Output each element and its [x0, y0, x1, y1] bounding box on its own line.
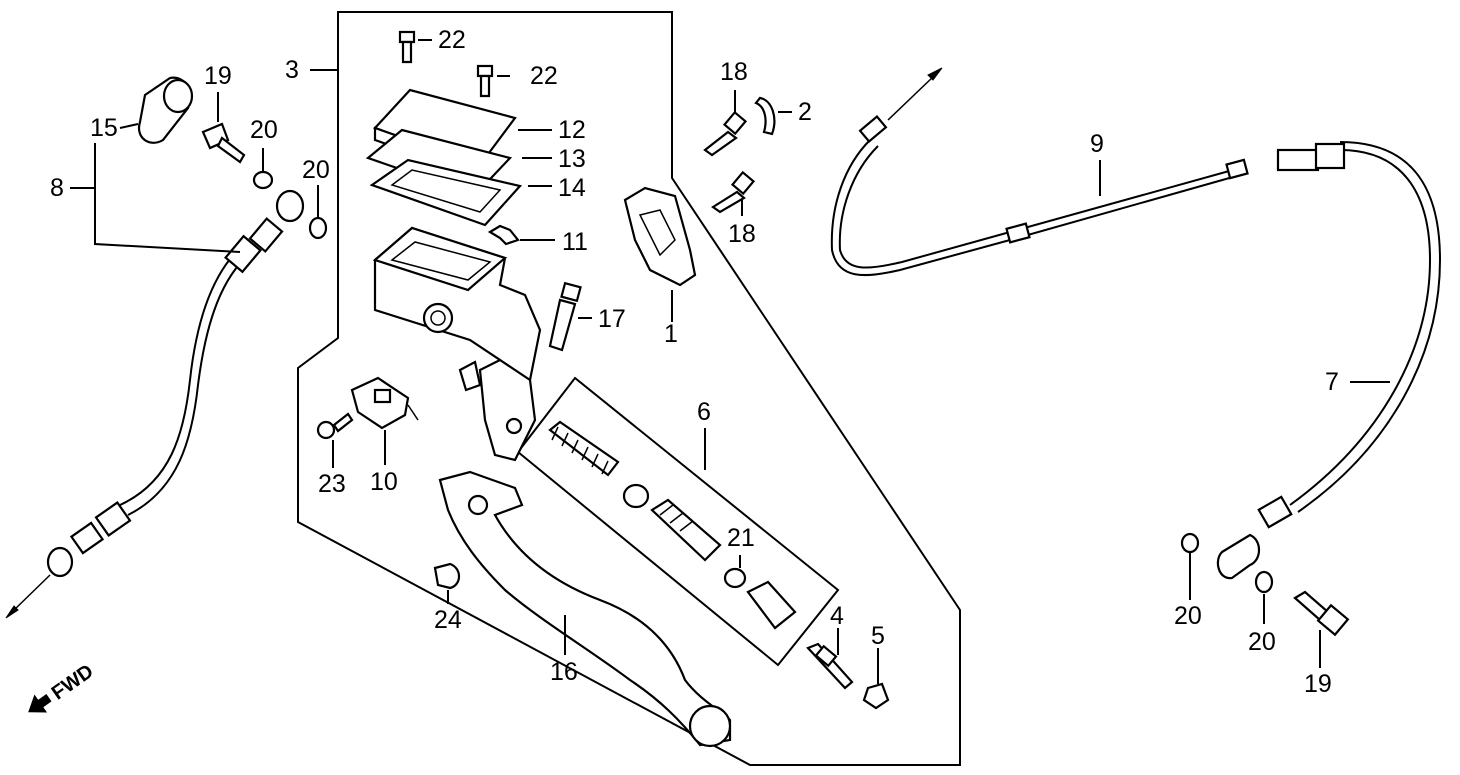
master-cylinder-body	[372, 226, 542, 462]
holder-bolt-lower	[711, 170, 756, 214]
sealing-washer-d	[1254, 570, 1274, 594]
sealing-washer-c	[1180, 532, 1200, 554]
callout-20a: 20	[250, 116, 278, 144]
callout-10: 10	[370, 468, 398, 496]
switch-screw	[316, 412, 354, 440]
callout-22a: 22	[438, 26, 466, 54]
piston-boot-sleeve	[746, 580, 797, 630]
lever-pivot-bolt	[806, 642, 854, 690]
callout-22b: 22	[530, 62, 558, 90]
callout-9: 9	[1090, 130, 1104, 158]
callout-18b: 18	[728, 220, 756, 248]
hose-upper-bracket	[94, 143, 241, 253]
callout-19b: 19	[1304, 670, 1332, 698]
clutch-hose-lower	[1216, 141, 1442, 580]
piston-boot	[723, 567, 747, 589]
sealing-washer-b	[308, 216, 328, 240]
callout-5: 5	[871, 622, 885, 650]
callout-23: 23	[318, 470, 346, 498]
callout-12: 12	[558, 116, 586, 144]
lever-pivot-cap	[433, 562, 461, 590]
callout-16: 16	[550, 658, 578, 686]
piston-set-boundary	[516, 376, 840, 667]
holder-cap	[754, 96, 776, 136]
callout-8: 8	[50, 174, 64, 202]
leader-lines	[70, 39, 1321, 684]
cap-screw-a	[398, 30, 416, 64]
sealing-washer-a	[252, 170, 274, 190]
callout-20b: 20	[302, 156, 330, 184]
pivot-nut	[862, 682, 890, 710]
callout-3: 3	[285, 56, 299, 84]
diaphragm-plate	[487, 224, 520, 246]
cap-screw-b	[476, 64, 494, 98]
clutch-switch	[350, 376, 419, 430]
reservoir-cap-stack	[365, 88, 523, 227]
wire-harness-band	[830, 67, 1249, 277]
hose-joint-cover	[137, 76, 194, 144]
callout-21: 21	[727, 524, 755, 552]
callout-labels: 3 22 22 12 13 14 11 17 1 2 18 18 15 19 2…	[50, 26, 1339, 698]
holder-bolt-upper	[703, 110, 748, 157]
callout-14: 14	[558, 174, 586, 202]
callout-20c: 20	[1174, 602, 1202, 630]
callout-13: 13	[558, 145, 586, 173]
callout-2: 2	[798, 98, 812, 126]
clutch-hose-upper	[5, 189, 305, 619]
assembly-boundary	[297, 11, 961, 766]
oil-bolt-upper	[201, 122, 246, 164]
callout-7: 7	[1325, 368, 1339, 396]
forward-direction-indicator: FWD	[28, 660, 98, 713]
clutch-lever	[438, 470, 732, 748]
callout-18a: 18	[720, 58, 748, 86]
callout-1: 1	[664, 320, 678, 348]
callout-6: 6	[697, 398, 711, 426]
fwd-label: FWD	[48, 660, 98, 704]
master-cylinder-holder	[623, 186, 697, 287]
bleed-screw	[548, 281, 582, 352]
piston-set	[548, 420, 722, 562]
callout-24: 24	[434, 606, 462, 634]
callout-19a: 19	[204, 62, 232, 90]
callout-17: 17	[598, 305, 626, 333]
oil-bolt-lower	[1293, 590, 1350, 637]
callout-15: 15	[90, 114, 118, 142]
callout-4: 4	[830, 602, 844, 630]
callout-20d: 20	[1248, 628, 1276, 656]
callout-11: 11	[562, 228, 588, 256]
